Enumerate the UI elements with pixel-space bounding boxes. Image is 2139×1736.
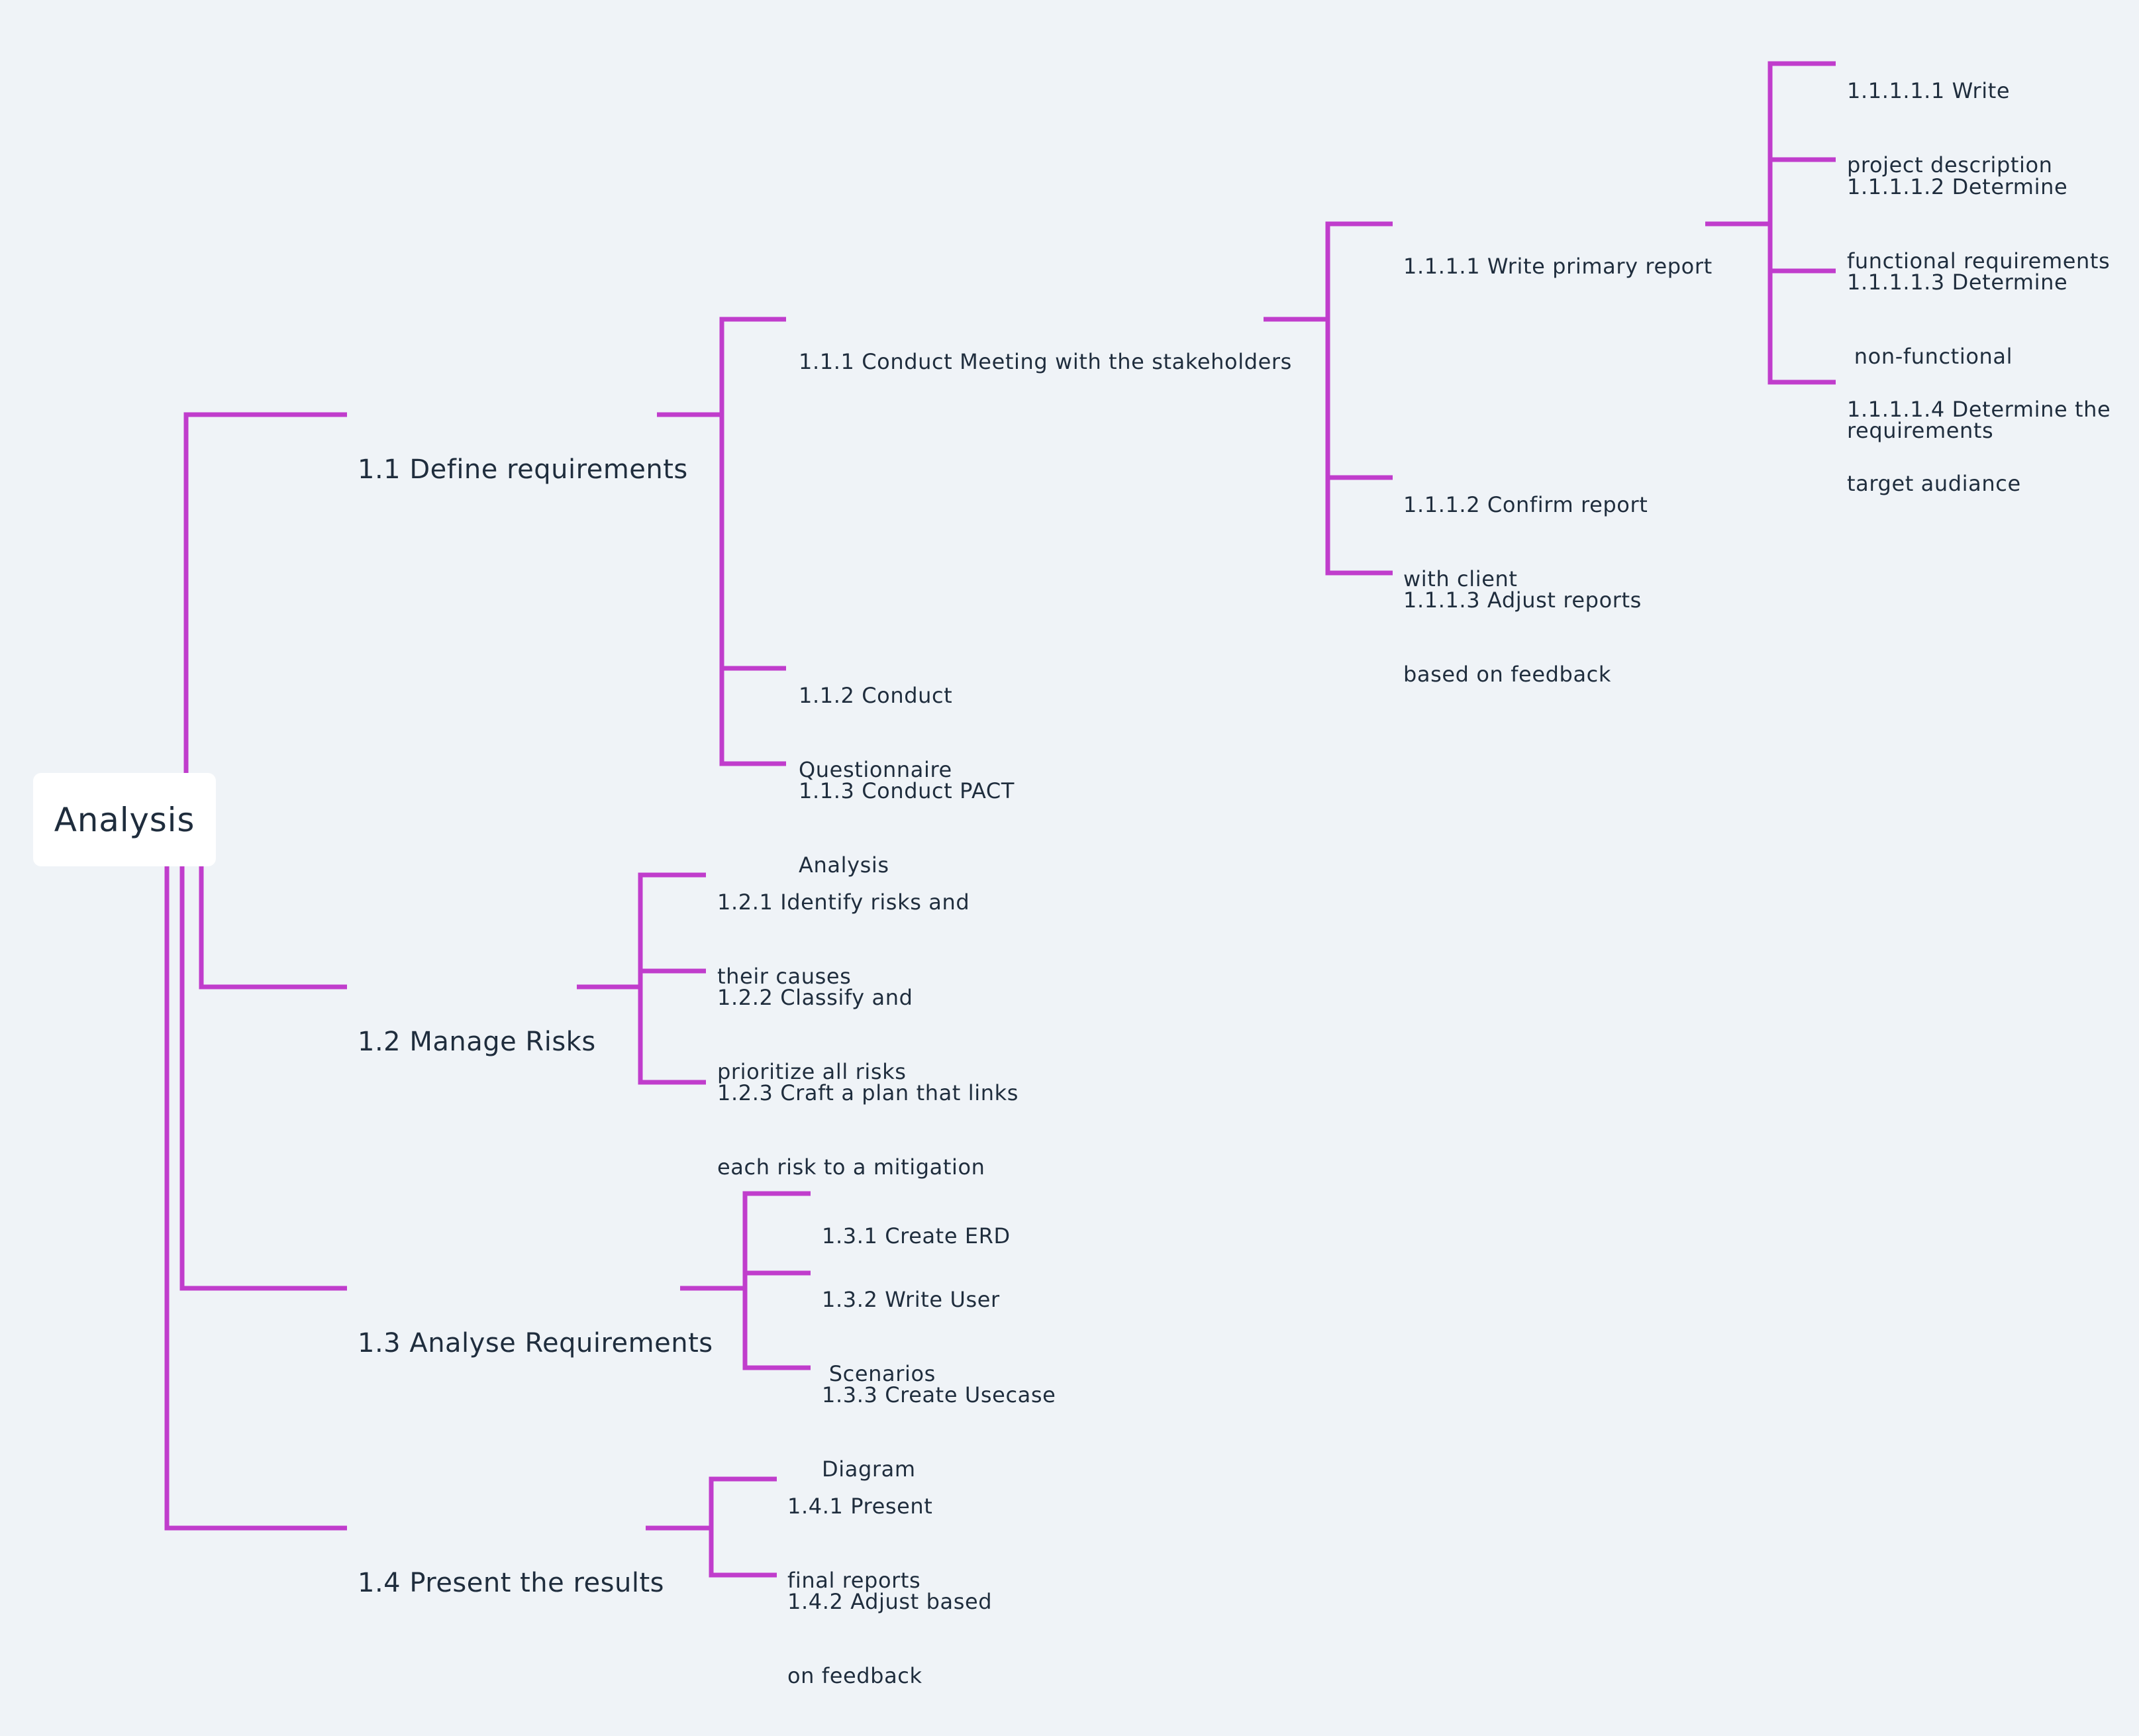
- node-1-1-1-1-2-line-2: functional requirements: [1847, 248, 2111, 274]
- connector-root-1-1: [183, 412, 347, 773]
- node-1-1-1-2[interactable]: 1.1.1.2 Confirm report with client: [1403, 446, 1648, 637]
- node-1-1-1-label: 1.1.1 Conduct Meeting with the stakehold…: [799, 349, 1292, 374]
- connector-1-2-bracket: [638, 872, 706, 1085]
- node-1-1-2-line-1: 1.1.2 Conduct: [799, 683, 953, 708]
- node-1-3-3[interactable]: 1.3.3 Create Usecase Diagram: [822, 1337, 1056, 1527]
- node-1-1-1-2-line-1: 1.1.1.2 Confirm report: [1403, 492, 1648, 517]
- node-1-2-3-line-1: 1.2.3 Craft a plan that links: [717, 1080, 1019, 1105]
- node-1-1-2[interactable]: 1.1.2 Conduct Questionnaire: [799, 637, 952, 828]
- node-1-1-2-line-2: Questionnaire: [799, 757, 952, 782]
- node-1-2-2-line-2: prioritize all risks: [717, 1059, 907, 1084]
- connector-root-1-2: [199, 866, 347, 990]
- node-1-1-1-1-4-line-2: target audiance: [1847, 471, 2021, 496]
- node-1-3-2-line-1: 1.3.2 Write User: [822, 1287, 1000, 1312]
- node-1-2[interactable]: 1.2 Manage Risks: [358, 973, 596, 1111]
- node-1-1-1-1-3-line-2: non-functional: [1847, 344, 2013, 369]
- connector-1-3-bracket: [742, 1191, 811, 1370]
- node-1-3-label: 1.3 Analyse Requirements: [358, 1328, 713, 1358]
- node-1-2-2[interactable]: 1.2.2 Classify and prioritize all risks: [717, 939, 913, 1130]
- node-1-3-3-line-1: 1.3.3 Create Usecase: [822, 1382, 1056, 1407]
- node-1-4-label: 1.4 Present the results: [358, 1568, 664, 1598]
- node-1-4-2-line-1: 1.4.2 Adjust based: [787, 1589, 993, 1614]
- node-1-1-1-1-3[interactable]: 1.1.1.1.3 Determine non-functional requi…: [1847, 224, 2067, 489]
- node-1-4-2-line-2: on feedback: [787, 1663, 922, 1688]
- node-1-4-1-line-1: 1.4.1 Present: [787, 1494, 933, 1519]
- node-1-3-1-label: 1.3.1 Create ERD: [822, 1223, 1011, 1249]
- mind-map-canvas: Analysis 1.1 Define requirements 1.2 Man…: [33, 32, 2111, 1688]
- node-1-1-1[interactable]: 1.1.1 Conduct Meeting with the stakehold…: [799, 303, 1292, 420]
- connector-1-1-1-bracket: [1325, 221, 1393, 576]
- root-node[interactable]: Analysis: [33, 773, 216, 866]
- node-1-4-1[interactable]: 1.4.1 Present final reports: [787, 1448, 932, 1639]
- node-1-1-1-1-1-line-2: project description: [1847, 152, 2053, 178]
- node-1-3-1[interactable]: 1.3.1 Create ERD: [822, 1178, 1011, 1294]
- node-1-1-1-3-line-1: 1.1.1.3 Adjust reports: [1403, 587, 1642, 613]
- connector-1-4-bracket: [709, 1476, 777, 1578]
- node-1-1[interactable]: 1.1 Define requirements: [358, 401, 688, 538]
- node-1-2-3[interactable]: 1.2.3 Craft a plan that links each risk …: [717, 1035, 1019, 1225]
- node-1-4[interactable]: 1.4 Present the results: [358, 1514, 664, 1652]
- root-label: Analysis: [54, 800, 195, 839]
- node-1-2-3-line-2: each risk to a mitigation: [717, 1154, 985, 1180]
- node-1-2-1[interactable]: 1.2.1 Identify risks and their causes: [717, 844, 970, 1035]
- node-1-3-2[interactable]: 1.3.2 Write User Scenarios: [822, 1241, 1000, 1432]
- node-1-1-1-1-3-line-3: requirements: [1847, 418, 1994, 443]
- node-1-1-1-1-3-line-1: 1.1.1.1.3 Determine: [1847, 270, 2068, 295]
- node-1-1-1-1-4-line-1: 1.1.1.1.4 Determine the: [1847, 397, 2111, 422]
- node-1-1-label: 1.1 Define requirements: [358, 454, 688, 485]
- node-1-1-1-1-2-line-1: 1.1.1.1.2 Determine: [1847, 174, 2068, 199]
- node-1-1-3[interactable]: 1.1.3 Conduct PACT Analysis: [799, 733, 1015, 923]
- node-1-3[interactable]: 1.3 Analyse Requirements: [358, 1274, 713, 1412]
- node-1-1-1-1-1-line-1: 1.1.1.1.1 Write: [1847, 78, 2011, 103]
- node-1-3-3-line-2: Diagram: [822, 1456, 916, 1482]
- node-1-2-2-line-1: 1.2.2 Classify and: [717, 985, 913, 1010]
- node-1-1-1-1-4[interactable]: 1.1.1.1.4 Determine the target audiance: [1847, 351, 2111, 542]
- connector-root-1-3: [179, 866, 347, 1291]
- connector-1-1-bracket: [719, 317, 786, 766]
- node-1-1-3-line-1: 1.1.3 Conduct PACT: [799, 778, 1015, 803]
- node-1-1-1-2-line-2: with client: [1403, 566, 1518, 591]
- node-1-3-2-line-2: Scenarios: [822, 1361, 936, 1386]
- connector-lines: [164, 61, 1836, 1578]
- node-1-1-1-1-label: 1.1.1.1 Write primary report: [1403, 254, 1713, 279]
- node-1-2-label: 1.2 Manage Risks: [358, 1027, 596, 1057]
- node-1-1-1-3-line-2: based on feedback: [1403, 662, 1611, 687]
- node-1-1-1-1[interactable]: 1.1.1.1 Write primary report: [1403, 208, 1713, 325]
- node-1-4-1-line-2: final reports: [787, 1568, 921, 1593]
- node-1-1-1-1-2[interactable]: 1.1.1.1.2 Determine functional requireme…: [1847, 128, 2110, 319]
- connector-1-1-1-1-bracket: [1767, 61, 1836, 385]
- connector-root-1-4: [164, 866, 347, 1531]
- node-1-1-3-line-2: Analysis: [799, 852, 889, 878]
- node-1-4-2[interactable]: 1.4.2 Adjust based on feedback: [787, 1543, 992, 1734]
- node-1-2-1-line-1: 1.2.1 Identify risks and: [717, 890, 970, 915]
- node-1-1-1-3[interactable]: 1.1.1.3 Adjust reports based on feedback: [1403, 542, 1642, 733]
- node-1-1-1-1-1[interactable]: 1.1.1.1.1 Write project description: [1847, 32, 2053, 223]
- node-1-2-1-line-2: their causes: [717, 964, 852, 989]
